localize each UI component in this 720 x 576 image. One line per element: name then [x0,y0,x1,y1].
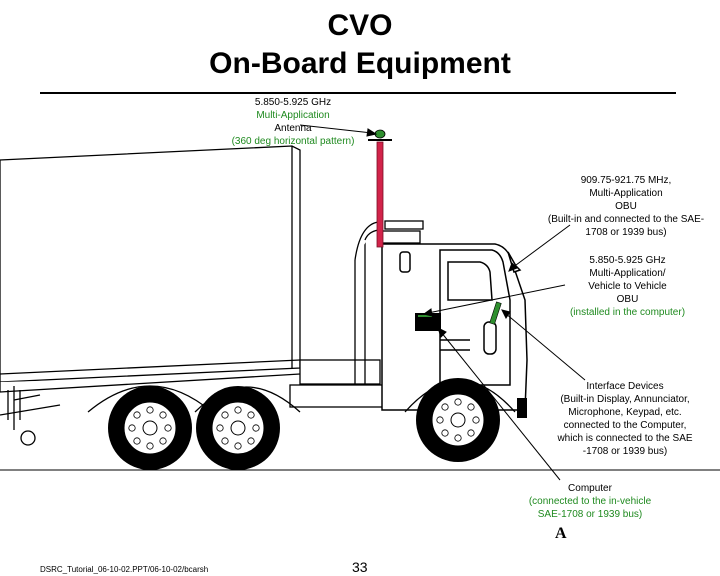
computer-label: Computer (connected to the in-vehicle SA… [505,482,675,521]
computer-line-2: SAE-1708 or 1939 bus) [537,509,643,520]
antenna-name: Antenna [274,123,312,134]
antenna-type: Multi-Application [256,110,330,121]
title-line-1: CVO [327,9,393,42]
footer-filename: DSRC_Tutorial_06-10-02.PPT/06-10-02/bcar… [40,565,209,574]
interface-line-3: connected to the Computer, [563,420,687,431]
v2v-sub: Vehicle to Vehicle [588,281,667,292]
wheel-front [416,378,500,462]
obu-label: 909.75-921.75 MHz, Multi-Application OBU… [536,174,716,239]
wheel-rear-1 [108,386,192,470]
obu-desc-1: (Built-in and connected to the SAE- [547,214,705,225]
antenna-mast [376,141,384,248]
interface-devices-label: Interface Devices (Built-in Display, Ann… [540,380,710,458]
v2v-install: (installed in the computer) [569,307,686,318]
obu-freq: 909.75-921.75 MHz, [580,175,672,186]
interface-line-5: -1708 or 1939 bus) [582,446,668,457]
v2v-freq: 5.850-5.925 GHz [589,255,666,266]
front-bumper [517,398,527,418]
interface-device [489,301,502,325]
callout-arrows [299,124,586,481]
computer-line-1: (connected to the in-vehicle [528,496,652,507]
interface-name: Interface Devices [586,381,664,392]
obu-desc-2: 1708 or 1939 bus) [585,227,667,238]
tractor-cab [381,243,528,411]
computer-box [415,313,441,331]
antenna-pattern: (360 deg horizontal pattern) [231,136,355,147]
title-line-2: On-Board Equipment [209,47,511,80]
v2v-name: OBU [616,294,639,305]
antenna-freq: 5.850-5.925 GHz [254,97,332,108]
obu-name: OBU [615,201,637,212]
trailer [0,145,301,446]
interface-line-1: (Built-in Display, Annunciator, [560,394,690,405]
v2v-obu-label: 5.850-5.925 GHz Multi-Application/ Vehic… [550,254,705,319]
obu-type: Multi-Application [589,188,663,199]
interface-line-2: Microphone, Keypad, etc. [568,407,682,418]
interface-line-4: which is connected to the SAE [557,433,693,444]
marker-letter: A [555,525,567,542]
air-intake [379,220,424,244]
title-rule [40,92,676,94]
computer-name: Computer [568,483,612,494]
wheel-rear-2 [196,386,280,470]
v2v-type: Multi-Application/ [589,268,666,279]
antenna-label: 5.850-5.925 GHz Multi-Application Antenn… [213,96,373,148]
page-number: 33 [352,559,368,575]
